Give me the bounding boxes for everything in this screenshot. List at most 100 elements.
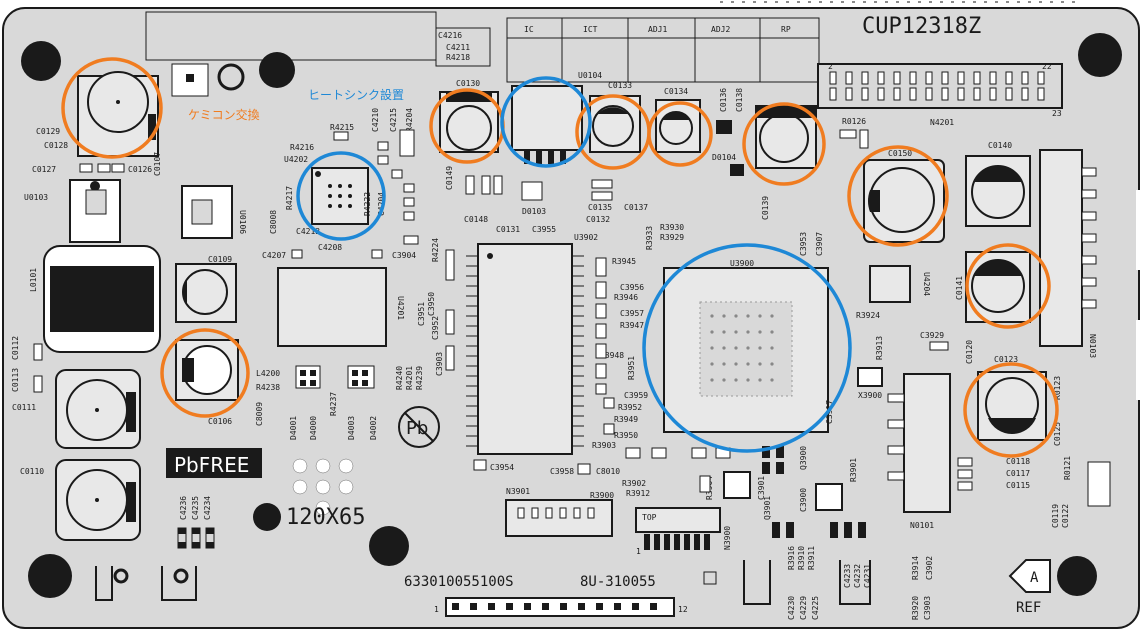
pcb-rect — [776, 462, 784, 474]
pcb-rect — [481, 175, 491, 195]
pcb-rect — [830, 522, 838, 538]
label-c0139: C0139 — [761, 196, 770, 220]
pcb-rect — [403, 235, 419, 245]
pcb-rect — [524, 603, 531, 610]
pcb-circle — [315, 500, 331, 516]
label-c0128: C0128 — [44, 141, 68, 150]
label-c4215: C4215 — [389, 108, 398, 132]
pcb-rect — [877, 71, 885, 85]
label-x3900: X3900 — [858, 391, 882, 400]
pcb-rect — [957, 71, 965, 85]
pcb-circle — [722, 330, 726, 334]
label-c0130: C0130 — [456, 79, 480, 88]
label-n3900: N3900 — [723, 526, 732, 550]
pcb-rect — [186, 74, 194, 82]
pcb-rect — [536, 150, 542, 164]
pcb-rect — [191, 199, 213, 225]
pcb-rect — [470, 603, 477, 610]
pcb-circle — [182, 269, 228, 315]
label-conn-pin-2: 2 — [828, 62, 833, 71]
connector-n0103: N0103 — [1039, 149, 1097, 358]
capacitor-c0139: C0139 — [755, 105, 817, 220]
pcb-circle — [734, 330, 738, 334]
pcb-rect — [957, 87, 965, 101]
pcb-path — [974, 260, 1022, 276]
pcb-rect — [869, 265, 911, 303]
label-c4211: C4211 — [446, 43, 470, 52]
header-table: IC ICT ADJ1 ADJ2 RP — [506, 17, 820, 83]
pcb-rect — [893, 87, 901, 101]
label-r3945: R3945 — [612, 257, 636, 266]
pcb-circle — [253, 503, 281, 531]
pcb-rect — [691, 447, 707, 459]
pcb-rect — [1081, 211, 1097, 221]
pcb-rect — [560, 150, 566, 164]
ref-arrow: A REF — [1008, 559, 1051, 616]
label-r3912: R3912 — [626, 489, 650, 498]
label-conn-pin-22: 22 — [1042, 62, 1052, 71]
pcb-rect — [192, 528, 200, 534]
pcb-circle — [28, 554, 72, 598]
pcb-g — [762, 446, 866, 538]
pcb-circle — [90, 181, 100, 191]
label-r3914: R3914 — [911, 556, 920, 580]
header-col-ict: ICT — [583, 25, 598, 34]
pcb-rect — [596, 603, 603, 610]
label-c4216: C4216 — [438, 31, 462, 40]
label-l0101: L0101 — [29, 268, 38, 292]
highlight-orange-circles — [61, 57, 1059, 458]
pcb-rect — [445, 249, 455, 281]
label-r3902: R3902 — [622, 479, 646, 488]
pcb-rect — [815, 483, 843, 511]
pcb-rect — [699, 475, 711, 493]
pcb-rect — [352, 370, 358, 376]
label-c0115: C0115 — [1006, 481, 1030, 490]
pcb-rect — [684, 534, 690, 550]
pcb-g — [887, 393, 905, 481]
blue-ring-u0104 — [500, 76, 592, 168]
pcb-circle — [338, 458, 354, 474]
pcb-g — [300, 370, 368, 386]
annotation-capacitor-replace: ケミコン交換 — [188, 107, 260, 122]
pb-free-symbol: Pb — [398, 406, 440, 448]
capacitor-c0133: C0133 — [589, 81, 641, 153]
capacitor-c0110: C0110 — [20, 459, 141, 541]
pcb-circle — [338, 184, 342, 188]
label-pbfree-label: PbFREE — [174, 453, 249, 477]
pcb-circle — [758, 362, 762, 366]
label-connector-pin-end: 12 — [678, 605, 688, 614]
label-c3952: C3952 — [431, 316, 440, 340]
pcb-rect — [704, 534, 710, 550]
label-c3959: C3959 — [624, 391, 648, 400]
regulator-u0104: U0104 — [511, 71, 602, 164]
pcb-circle — [722, 378, 726, 382]
pcb-path — [95, 566, 113, 601]
pcb-circle — [734, 314, 738, 318]
pcb-rect — [403, 183, 415, 193]
blue-ring-u3900 — [642, 243, 852, 453]
pcb-rect — [310, 380, 316, 386]
label-r4218: R4218 — [446, 53, 470, 62]
label-u4202: U4202 — [284, 155, 308, 164]
pcb-rect — [465, 175, 475, 195]
label-c3953: C3953 — [799, 232, 808, 256]
label-d4003: D4003 — [347, 416, 356, 440]
pcb-circle — [116, 100, 120, 104]
pcb-circle — [1057, 556, 1097, 596]
pcb-g — [79, 163, 125, 173]
pcb-circle — [758, 314, 762, 318]
label-c3954: C3954 — [490, 463, 514, 472]
pcb-rect — [595, 363, 607, 379]
label-d4001: D4001 — [289, 416, 298, 440]
label-pb-symbol: Pb — [406, 418, 428, 439]
pcb-rect — [445, 345, 455, 371]
label-c0149: C0149 — [445, 166, 454, 190]
label-r3949: R3949 — [614, 415, 638, 424]
label-u3900: U3900 — [730, 259, 754, 268]
pcb-g — [524, 150, 566, 164]
pcb-rect — [347, 365, 375, 389]
pcb-rect — [845, 71, 853, 85]
pcb-circle — [746, 346, 750, 350]
label-c0132: C0132 — [586, 215, 610, 224]
header-col-ic: IC — [524, 25, 534, 34]
